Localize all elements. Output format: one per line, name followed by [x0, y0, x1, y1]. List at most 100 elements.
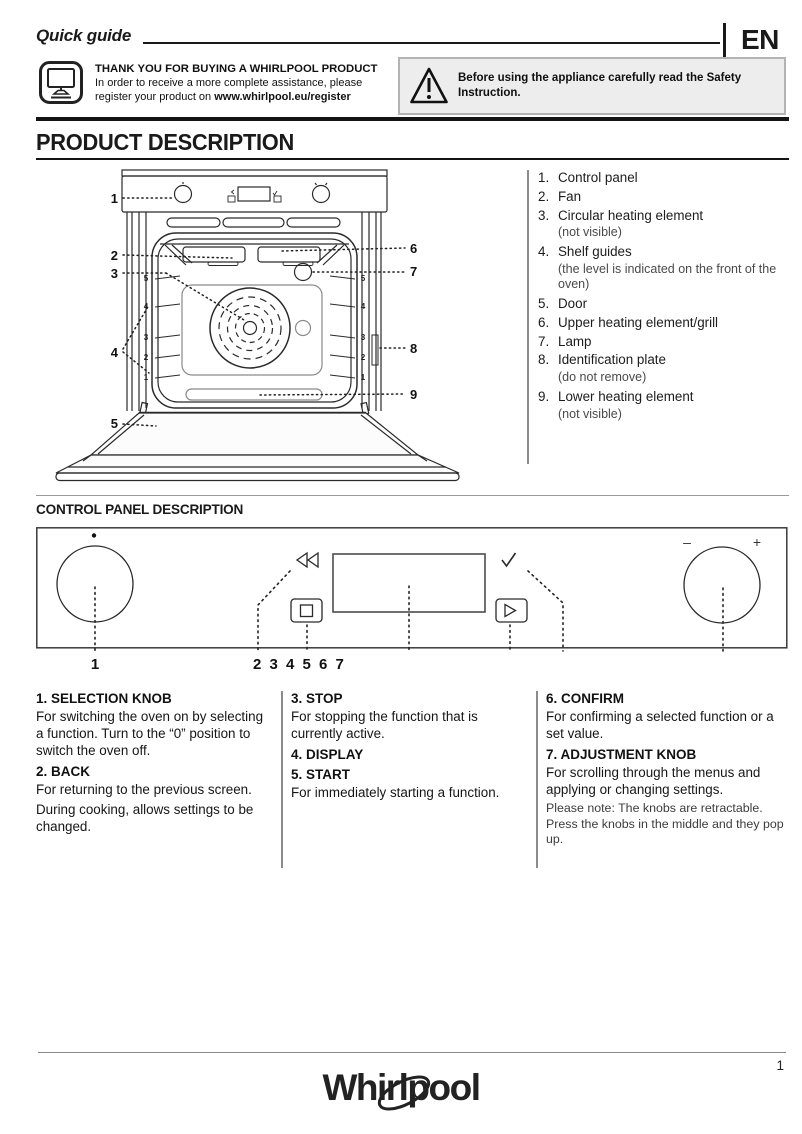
panel-leader-lines — [94, 570, 724, 652]
panel-callouts: 1 2 3 4 5 6 7 — [91, 656, 346, 673]
product-item-label: Circular heating element — [558, 207, 704, 223]
safety-warning-box: Before using the appliance carefully rea… — [398, 57, 786, 115]
product-item-number: 1. — [538, 170, 550, 185]
product-item: 6. Upper heating element/grill — [538, 314, 793, 333]
list-divider — [527, 170, 529, 464]
column-heading: 3. STOP — [291, 691, 343, 706]
column-paragraph: For switching the oven on by selecting a… — [36, 709, 264, 758]
product-item-label: Lamp — [558, 333, 592, 349]
display — [332, 553, 486, 613]
oven-diagram: 1 2 3 4 5 6 7 8 9 5 4 3 2 1 5 4 3 2 1 — [55, 169, 460, 482]
product-item-number: 9. — [538, 388, 550, 404]
language-divider — [723, 23, 726, 60]
leader-lines — [122, 197, 406, 427]
warning-text: Before using the appliance carefully rea… — [458, 72, 742, 99]
plus-sign: + — [753, 534, 761, 550]
callout-8: 8 — [410, 341, 417, 356]
column-paragraph: For immediately starting a function. — [291, 785, 500, 800]
upper-heating-element — [164, 244, 345, 266]
page-title: Quick guide — [36, 26, 132, 45]
product-item-number: 7. — [538, 333, 550, 349]
panel-callouts-2-7: 2 3 4 5 6 7 — [253, 656, 346, 673]
column-heading: 5. START — [291, 767, 351, 782]
product-item-number: 2. — [538, 188, 550, 204]
control-panel-rule — [36, 495, 789, 497]
product-item: 9.Lower heating element — [538, 388, 793, 407]
warning-triangle-icon — [408, 66, 450, 106]
product-item: 4. Shelf guides — [538, 243, 793, 262]
logo-swirl-icon — [377, 1075, 431, 1111]
product-item-number: 3. — [538, 207, 550, 223]
shelf-guides — [154, 275, 356, 379]
product-description-title: PRODUCT DESCRIPTION — [36, 129, 295, 155]
identification-plate — [371, 334, 379, 366]
whirlpool-logo: Whirlpool — [322, 1067, 481, 1111]
product-item: 2. Fan — [538, 188, 793, 207]
section-rule — [36, 117, 789, 121]
product-item-number: 5. — [538, 295, 550, 311]
page-number: 1 — [776, 1058, 784, 1073]
column-paragraph: For confirming a selected function or a … — [546, 709, 774, 741]
oven-cavity — [151, 232, 358, 409]
control-panel-diagram: 1 2 3 4 5 6 7 – + — [36, 527, 788, 673]
minus-sign: – — [683, 534, 691, 550]
header-rule — [143, 42, 720, 45]
product-item: 7. Lamp — [538, 333, 793, 352]
svg-text:2: 2 — [144, 353, 149, 362]
stop-button — [290, 598, 323, 623]
callout-5: 5 — [111, 416, 118, 431]
knob-pointer-dot — [91, 533, 97, 538]
language-badge: EN — [741, 24, 779, 55]
svg-text:5: 5 — [144, 274, 149, 283]
oven-callouts: 1 2 3 4 5 6 7 8 9 — [111, 191, 417, 431]
column-divider — [536, 691, 538, 868]
confirm-icon — [501, 552, 517, 568]
column-divider — [281, 691, 283, 868]
knob-signs: – + — [683, 534, 761, 550]
column-heading: 1. SELECTION KNOB — [36, 691, 172, 706]
oven-knob-right — [311, 184, 331, 204]
oven-mini-display — [237, 186, 271, 202]
product-item-label: Door — [558, 295, 588, 311]
product-item-label: Fan — [558, 188, 582, 204]
callout-2: 2 — [111, 248, 118, 263]
product-item: 5. Door — [538, 295, 793, 314]
product-item-number: 4. — [538, 243, 550, 259]
title-rule — [36, 158, 789, 161]
adjustment-knob — [683, 546, 761, 624]
desktop-computer-icon — [38, 60, 84, 108]
callout-4: 4 — [111, 345, 119, 360]
svg-text:3: 3 — [361, 333, 366, 342]
panel-elements — [56, 533, 761, 624]
product-item-label: Identification plate — [558, 352, 666, 368]
registration-title: THANK YOU FOR BUYING A WHIRLPOOL PRODUCT — [95, 63, 378, 75]
product-item: 8.Identification plate — [538, 351, 793, 370]
column-paragraph: During cooking, allows settings to be ch… — [36, 802, 254, 834]
start-button — [495, 598, 528, 623]
product-item-label: Shelf guides — [558, 243, 632, 259]
product-item: 1.Control panel — [538, 169, 793, 188]
product-item-note: (the level is indicated on the front of … — [558, 261, 777, 292]
oven-door — [55, 411, 460, 482]
callout-6: 6 — [410, 241, 417, 256]
callout-3: 3 — [111, 266, 118, 281]
svg-text:3: 3 — [144, 333, 149, 342]
product-item-number: 6. — [538, 314, 550, 330]
lamp — [293, 262, 313, 282]
start-triangle-icon — [504, 603, 517, 618]
shelf-level-numbers: 5 4 3 2 1 5 4 3 2 1 — [144, 274, 366, 382]
column-heading: 4. DISPLAY — [291, 747, 364, 762]
product-item-label: Upper heating element/grill — [558, 314, 719, 330]
callout-7: 7 — [410, 264, 417, 279]
registration-text: THANK YOU FOR BUYING A WHIRLPOOL PRODUCT… — [95, 62, 385, 104]
mini-back-icon — [230, 189, 235, 195]
column-selection-back: 1. SELECTION KNOB For switching the oven … — [36, 688, 274, 838]
product-item-note: (not visible) — [558, 225, 622, 240]
svg-text:2: 2 — [361, 353, 366, 362]
column-paragraph: For stopping the function that is curren… — [291, 709, 478, 741]
stop-square-icon — [299, 604, 314, 618]
oven-knob-left — [173, 184, 193, 204]
oven-body — [55, 169, 460, 482]
panel-callout-1: 1 — [91, 656, 99, 673]
mini-confirm-icon — [272, 190, 278, 196]
